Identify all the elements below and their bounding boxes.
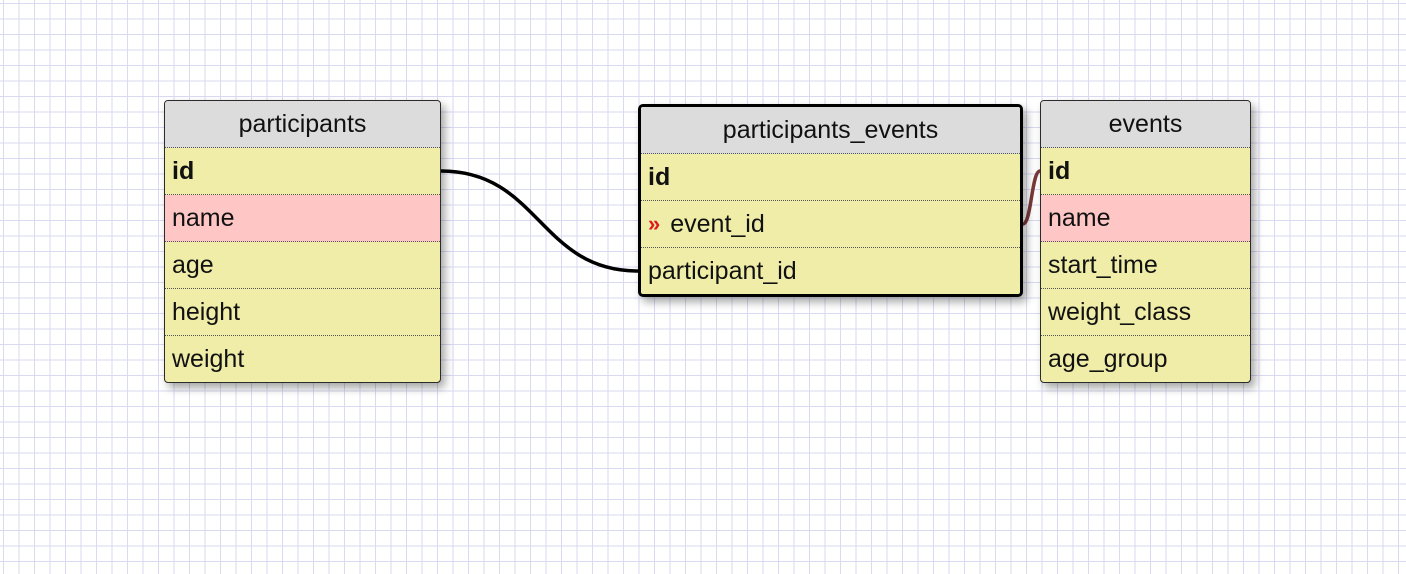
table-title[interactable]: participants_events xyxy=(641,107,1020,154)
field-name: age_group xyxy=(1048,345,1168,373)
field-name: event_id xyxy=(670,210,765,238)
field-row-event-id[interactable]: » event_id xyxy=(641,201,1020,248)
relation-line-events-participants-events[interactable] xyxy=(1022,169,1041,226)
field-row-weight-class[interactable]: weight_class xyxy=(1041,289,1250,336)
field-name: name xyxy=(172,204,235,232)
field-name: id xyxy=(172,157,195,185)
field-name: start_time xyxy=(1048,251,1158,279)
field-name: name xyxy=(1048,204,1111,232)
field-name: height xyxy=(172,298,241,326)
field-row-age[interactable]: age xyxy=(165,242,440,289)
table-participants[interactable]: participants id name age height weight xyxy=(164,100,441,383)
field-name: id xyxy=(1048,157,1071,185)
field-name: weight_class xyxy=(1048,298,1192,326)
field-row-name[interactable]: name xyxy=(1041,195,1250,242)
field-row-weight[interactable]: weight xyxy=(165,336,440,382)
field-name: age xyxy=(172,251,214,279)
field-row-id[interactable]: id xyxy=(641,154,1020,201)
field-name: id xyxy=(648,163,671,191)
field-row-height[interactable]: height xyxy=(165,289,440,336)
field-row-id[interactable]: id xyxy=(165,148,440,195)
foreign-key-icon: » xyxy=(648,211,661,236)
table-events[interactable]: events id name start_time weight_class age_gr… xyxy=(1040,100,1251,383)
table-title[interactable]: events xyxy=(1041,101,1250,148)
field-row-id[interactable]: id xyxy=(1041,148,1250,195)
field-row-age-group[interactable]: age_group xyxy=(1041,336,1250,382)
field-row-participant-id[interactable]: participant_id xyxy=(641,248,1020,294)
field-name: participant_id xyxy=(648,257,797,285)
table-title[interactable]: participants xyxy=(165,101,440,148)
relation-line-participants-participants-events[interactable] xyxy=(440,169,639,273)
field-row-name[interactable]: name xyxy=(165,195,440,242)
field-row-start-time[interactable]: start_time xyxy=(1041,242,1250,289)
field-name: weight xyxy=(172,345,245,373)
